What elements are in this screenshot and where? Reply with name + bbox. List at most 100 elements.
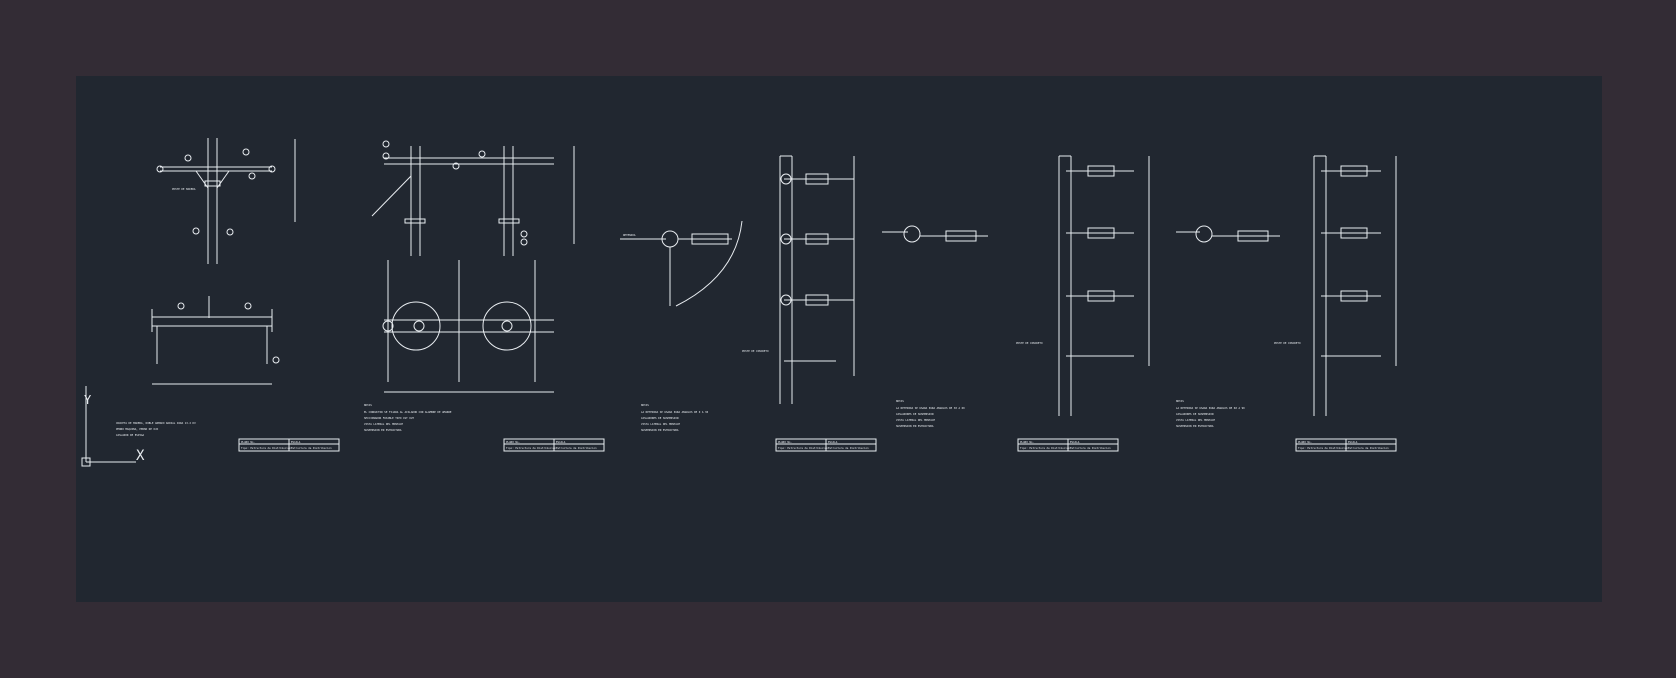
guy-clamp bbox=[903, 225, 921, 243]
ucs-x-label: X bbox=[136, 448, 145, 464]
drawing-2-notes: NOTAS EL CONDUCTOR SE FIJARA AL AISLADOR… bbox=[364, 403, 452, 432]
suspension-insulator bbox=[805, 173, 829, 185]
callout bbox=[242, 148, 250, 156]
cutout-joint bbox=[501, 320, 513, 332]
note: SUSPENSION EN ESTRUCTURA bbox=[1176, 424, 1214, 428]
suspension-insulator bbox=[1340, 165, 1368, 177]
ucs-origin-box bbox=[81, 457, 91, 467]
clamp bbox=[404, 218, 426, 224]
note: VISTA LATERAL DEL MONTAJE bbox=[364, 422, 403, 426]
guy-insulator bbox=[1237, 230, 1269, 242]
drawing-3-label: RETENIDA bbox=[623, 233, 636, 237]
cutout-joint bbox=[382, 320, 394, 332]
model-space-canvas[interactable]: Y X POSTE DE MADERA C bbox=[76, 76, 1602, 602]
drawing-4-label: POSTE DE CONCRETO bbox=[1016, 341, 1043, 345]
title-block-text: ESCALA bbox=[291, 440, 301, 444]
suspension-insulator bbox=[805, 294, 829, 306]
title-block-text: Estructura de Distribucion bbox=[1348, 446, 1389, 450]
note: AISLADORES DE SUSPENSION bbox=[1176, 412, 1214, 416]
callout bbox=[520, 238, 528, 246]
drawing-1-label: POSTE DE MADERA bbox=[172, 187, 196, 191]
notes-heading: NOTAS bbox=[896, 399, 904, 403]
suspension-insulator bbox=[1340, 227, 1368, 239]
drawing-5-label: POSTE DE CONCRETO bbox=[1274, 341, 1301, 345]
callout bbox=[184, 154, 192, 162]
drawing-1-notes: CRUCETA DE MADERA, DOBLE ARMADO RADIAL P… bbox=[116, 421, 196, 437]
callout bbox=[520, 230, 528, 238]
drawing-1-title-block: PLANO No. Tipo: Estructura de Distribuci… bbox=[238, 438, 340, 452]
drawing-4-suspension-pole: POSTE DE CONCRETO NOTAS LA RETENIDA SE U… bbox=[882, 155, 1150, 452]
drawing-3-guyed-pole: RETENIDA POSTE DE CONCRETO NOTAS LA RETE… bbox=[620, 155, 877, 452]
guy-clamp bbox=[1195, 225, 1213, 243]
title-block-text: ESCALA bbox=[556, 440, 566, 444]
notes-heading: NOTAS bbox=[364, 403, 372, 407]
callout bbox=[382, 152, 390, 160]
title-block-text: Tipo: Estructura de Distribucion bbox=[506, 446, 556, 450]
title-block-text: Tipo: Estructura de Distribucion bbox=[1298, 446, 1348, 450]
insulator-right bbox=[268, 165, 276, 173]
cad-drawing: Y X POSTE DE MADERA C bbox=[81, 138, 1397, 467]
note: SUSPENSION EN ESTRUCTURA bbox=[641, 428, 679, 432]
note: EL CONDUCTOR SE FIJARA AL AISLADOR CON A… bbox=[364, 410, 452, 414]
drawing-1-crossarm-structure: POSTE DE MADERA CRUCETA DE MADERA, DOBLE… bbox=[116, 138, 340, 452]
suspension-insulator bbox=[1087, 165, 1115, 177]
guy-arc bbox=[675, 220, 743, 307]
callout bbox=[248, 172, 256, 180]
note: AISLADORES DE SUSPENSION bbox=[641, 416, 679, 420]
guy-line bbox=[371, 175, 412, 217]
title-block-text: Tipo: Estructura de Distribucion bbox=[1020, 446, 1070, 450]
note: AISLADORES DE SUSPENSION bbox=[896, 412, 934, 416]
note: AISLADOR DE ESPIGA bbox=[116, 433, 145, 437]
drawing-5-notes: NOTAS LA RETENIDA SE USARA PARA ANGULOS … bbox=[1176, 399, 1245, 428]
suspension-insulator bbox=[1087, 290, 1115, 302]
arc-guide bbox=[391, 301, 441, 351]
title-block-text: Estructura de Distribucion bbox=[291, 446, 332, 450]
title-block-text: PLANO No. bbox=[1020, 440, 1034, 444]
suspension-insulator bbox=[1340, 290, 1368, 302]
guy-insulator bbox=[691, 233, 729, 245]
suspension-insulator bbox=[805, 233, 829, 245]
callout bbox=[478, 150, 486, 158]
ucs-icon: Y X bbox=[81, 386, 145, 467]
note: LA RETENIDA SE USARA PARA ANGULOS DE 30 … bbox=[896, 406, 965, 410]
note: SUSPENSION EN ESTRUCTURA bbox=[896, 424, 934, 428]
brace-right bbox=[216, 170, 230, 189]
drawing-3-title-block: PLANO No. Tipo: Estructura de Distribuci… bbox=[775, 438, 877, 452]
bracket bbox=[780, 233, 792, 245]
pole-band bbox=[204, 180, 221, 187]
callout bbox=[192, 227, 200, 235]
cutout-joint bbox=[413, 320, 425, 332]
title-block-text: Tipo: Estructura de Distribucion bbox=[241, 446, 291, 450]
notes-heading: NOTAS bbox=[1176, 399, 1184, 403]
title-block-text: PLANO No. bbox=[241, 440, 255, 444]
callout bbox=[244, 302, 252, 310]
title-block-text: Tipo: Estructura de Distribucion bbox=[778, 446, 828, 450]
bracket bbox=[780, 173, 792, 185]
note: CRUCETA DE MADERA, DOBLE ARMADO RADIAL P… bbox=[116, 421, 196, 425]
note: LA RETENIDA SE USARA PARA ANGULOS DE 0 A… bbox=[641, 410, 709, 414]
callout bbox=[177, 302, 185, 310]
note: VISTA LATERAL DEL MONTAJE bbox=[1176, 418, 1215, 422]
clamp bbox=[498, 218, 520, 224]
title-block-text: ESCALA bbox=[1070, 440, 1080, 444]
note: PERNO MAQUINA, PERNO DE OJO bbox=[116, 427, 159, 431]
drawing-3-label: POSTE DE CONCRETO bbox=[742, 349, 769, 353]
notes-heading: NOTAS bbox=[641, 403, 649, 407]
drawing-4-title-block: PLANO No. Tipo: Estructura de Distribuci… bbox=[1017, 438, 1119, 452]
note: VISTA LATERAL DEL MONTAJE bbox=[641, 422, 680, 426]
title-block-text: PLANO No. bbox=[506, 440, 520, 444]
note: SECCIONADOR FUSIBLE TIPO CUT OUT bbox=[364, 416, 414, 420]
drawing-2-title-block: PLANO No. Tipo: Estructura de Distribuci… bbox=[503, 438, 605, 452]
drawing-4-notes: NOTAS LA RETENIDA SE USARA PARA ANGULOS … bbox=[896, 399, 965, 428]
callout bbox=[272, 356, 280, 364]
callout bbox=[382, 140, 390, 148]
guy-insulator bbox=[945, 230, 977, 242]
title-block-text: ESCALA bbox=[828, 440, 838, 444]
drawing-5-suspension-pole: POSTE DE CONCRETO NOTAS LA RETENIDA SE U… bbox=[1176, 155, 1397, 452]
title-block-text: ESCALA bbox=[1348, 440, 1358, 444]
callout bbox=[226, 228, 234, 236]
insulator-left bbox=[156, 165, 164, 173]
brace-left bbox=[195, 170, 209, 189]
arc-guide bbox=[482, 301, 532, 351]
suspension-insulator bbox=[1087, 227, 1115, 239]
